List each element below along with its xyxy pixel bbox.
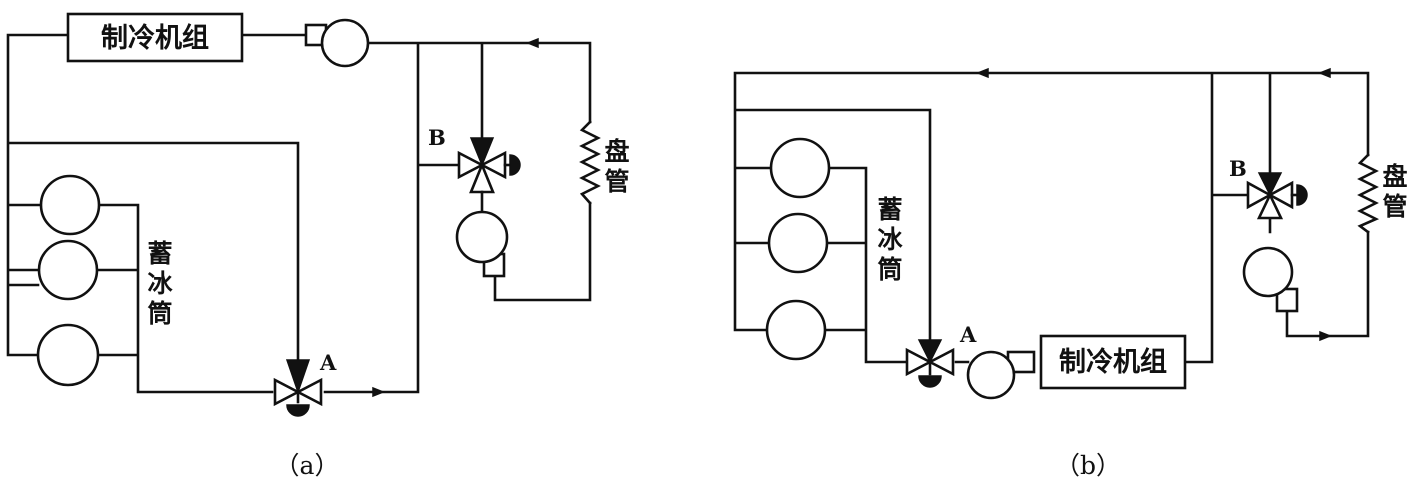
chiller-box-a [66, 12, 244, 63]
pump-icon-b1 [966, 350, 1036, 400]
flow-arrow-b3 [1319, 330, 1333, 342]
flow-arrow-b2 [1317, 67, 1331, 79]
valve-a-icon-b [905, 339, 955, 388]
flow-arrow-a1 [525, 37, 539, 49]
coil-label-a1: 盘 [604, 137, 629, 166]
ice-tank-b1 [769, 137, 831, 199]
pump-icon-a1 [304, 18, 370, 68]
diagram-b: 蓄 冰 筒 A 制冷机组 B [733, 67, 1408, 480]
coil-icon-a [579, 120, 601, 205]
ice-tank-a3 [36, 323, 100, 387]
valve-b-letter-b: B [1229, 156, 1247, 181]
valve-a-icon [273, 359, 323, 417]
tank-label-a1: 蓄 [147, 239, 172, 268]
chiller-label-b: 制冷机组 [1059, 346, 1167, 378]
pump-icon-a2 [455, 190, 509, 278]
coil-label-b2: 管 [1382, 192, 1407, 221]
flow-arrow-b1 [975, 67, 989, 79]
tank-label-a3: 筒 [147, 299, 172, 328]
ice-tank-a1 [39, 174, 101, 236]
tank-label-a2: 冰 [147, 269, 173, 298]
pipe-a [6, 33, 592, 394]
coil-icon-b [1357, 153, 1380, 234]
valve-b-letter: B [428, 125, 446, 150]
ice-tank-a2 [37, 239, 99, 301]
tank-label-b1: 蓄 [877, 195, 902, 224]
diagram-a: 制冷机组 蓄 冰 筒 A B [6, 12, 630, 480]
coil-label-a2: 管 [604, 167, 629, 196]
coil-label-b1: 盘 [1382, 162, 1407, 191]
valve-a-letter: A [319, 350, 337, 375]
tank-label-b3: 筒 [877, 255, 902, 284]
chiller-label-a: 制冷机组 [101, 22, 209, 54]
pipe-b [733, 71, 1370, 364]
valve-b-icon-b [1246, 172, 1308, 220]
ice-tank-b3 [765, 299, 827, 361]
flow-arrow-a2 [372, 386, 386, 398]
caption-a: （a） [275, 451, 340, 480]
chiller-box-b [1039, 334, 1187, 390]
valve-b-icon [457, 137, 521, 194]
tank-label-b2: 冰 [877, 225, 903, 254]
caption-b: （b） [1055, 451, 1121, 480]
ice-tank-b2 [767, 212, 829, 274]
valve-a-letter-b: A [959, 322, 977, 347]
pump-icon-b2 [1242, 246, 1299, 313]
